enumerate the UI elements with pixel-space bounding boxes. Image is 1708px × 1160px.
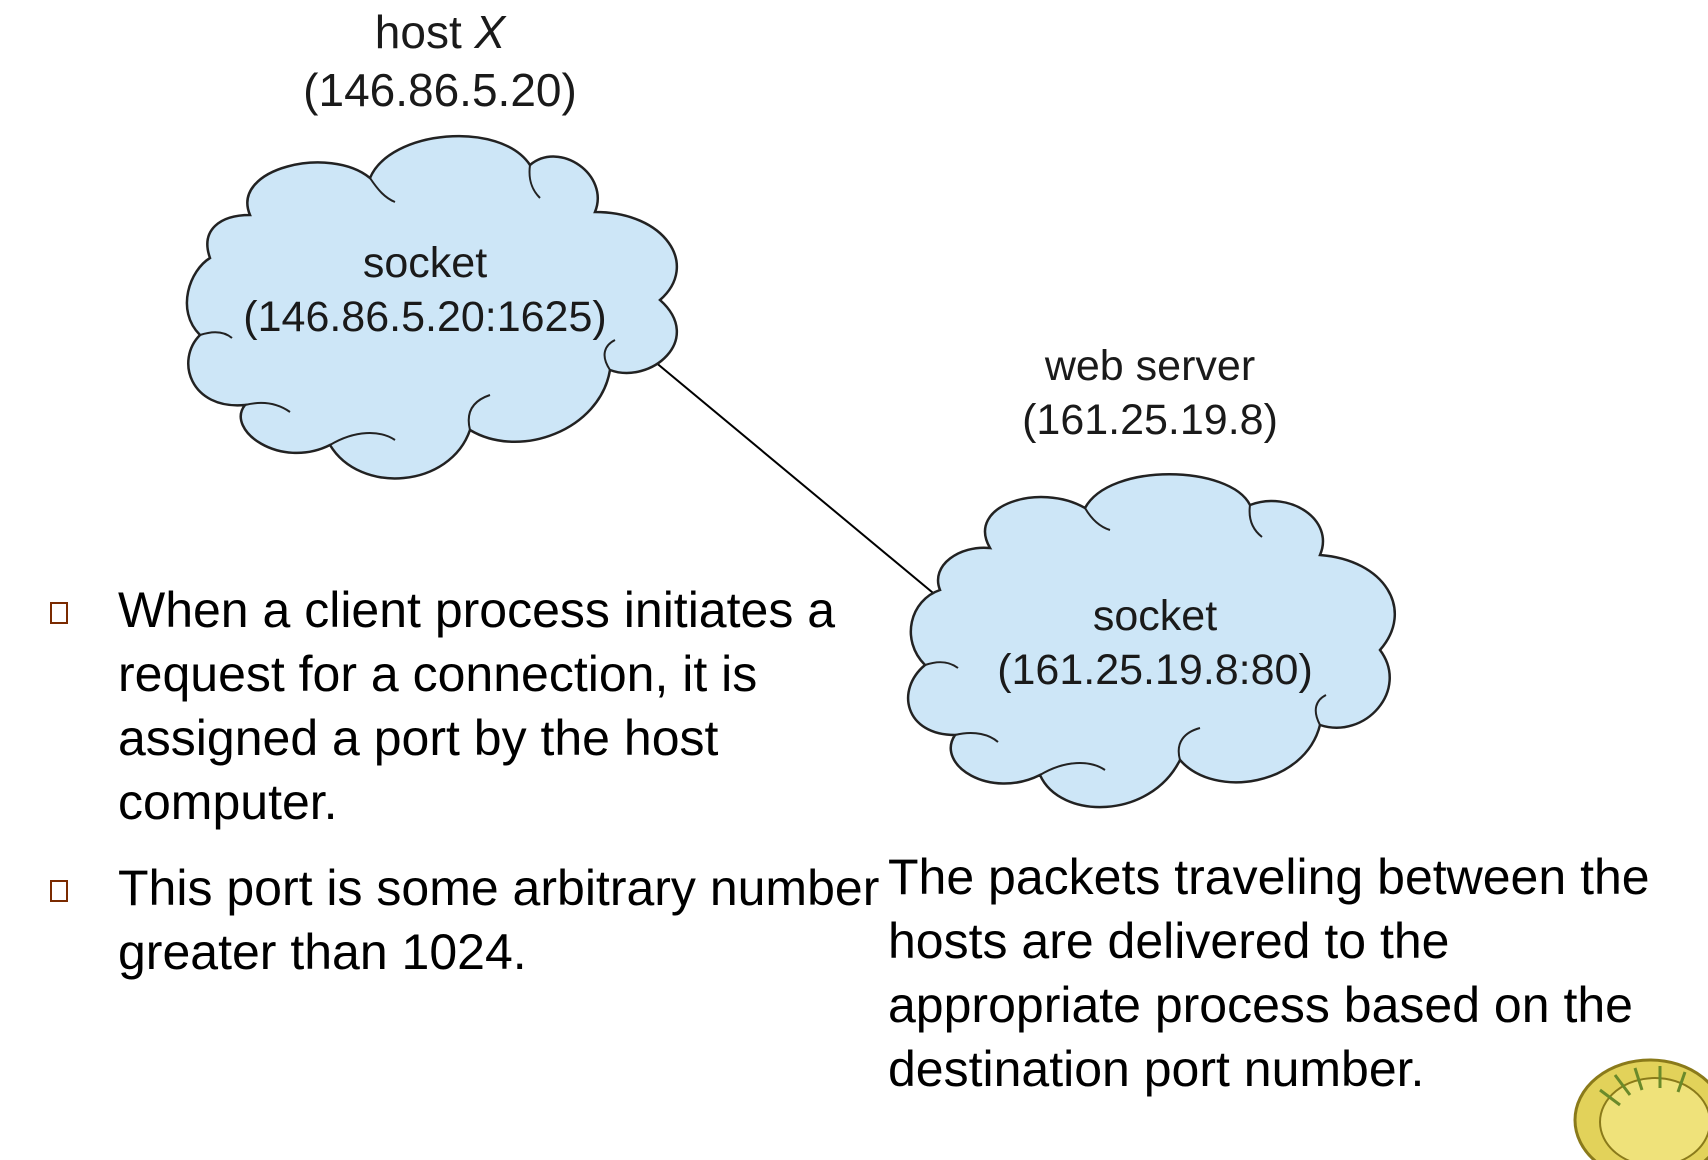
bullet-item: When a client process initiates a reques… <box>48 578 908 834</box>
connection-line <box>647 355 969 623</box>
packet-note: The packets traveling between the hosts … <box>888 849 1650 1097</box>
bullet-item: This port is some arbitrary number great… <box>48 856 908 984</box>
host-name: host X <box>240 4 640 62</box>
host-socket-title: socket <box>362 239 488 287</box>
square-bullet-icon <box>50 880 68 902</box>
server-socket-label: socket (161.25.19.8:80) <box>945 590 1365 698</box>
server-socket-address: (161.25.19.8:80) <box>997 645 1313 694</box>
server-address: (161.25.19.8) <box>1022 395 1278 444</box>
host-socket-label: socket (146.86.5.20:1625) <box>190 237 660 345</box>
bullet-text: This port is some arbitrary number great… <box>118 860 880 980</box>
logo-icon <box>1573 1058 1708 1160</box>
host-name-variable: X <box>474 6 506 58</box>
host-address: (146.86.5.20) <box>303 63 577 116</box>
host-cloud <box>185 134 679 480</box>
host-label: host X (146.86.5.20) <box>240 4 640 119</box>
server-cloud-detail <box>924 504 1327 776</box>
host-cloud-detail <box>199 164 616 446</box>
server-name: web server <box>1044 342 1256 390</box>
bullet-list: When a client process initiates a reques… <box>48 578 908 1006</box>
server-label: web server (161.25.19.8) <box>950 340 1350 448</box>
socket-diagram <box>185 134 1397 809</box>
server-socket-title: socket <box>1092 592 1218 640</box>
server-cloud <box>907 473 1397 809</box>
bullet-text: When a client process initiates a reques… <box>118 582 836 830</box>
host-socket-address: (146.86.5.20:1625) <box>243 292 607 341</box>
square-bullet-icon <box>50 602 68 624</box>
host-name-prefix: host <box>374 6 462 58</box>
